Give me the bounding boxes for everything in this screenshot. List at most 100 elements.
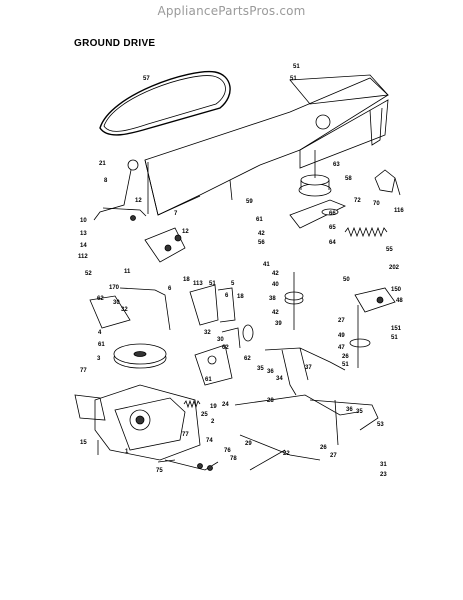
diagram-title: GROUND DRIVE xyxy=(74,38,156,49)
frame-assembly[interactable] xyxy=(144,74,389,216)
callout-41: 41 xyxy=(263,262,270,268)
watermark-text: AppliancePartsPros.com xyxy=(157,4,306,18)
callout-70: 70 xyxy=(373,201,380,207)
shift-bracket-7[interactable] xyxy=(144,227,186,263)
callout-42: 42 xyxy=(272,310,279,316)
callout-30: 30 xyxy=(217,337,224,343)
callout-14: 14 xyxy=(80,243,87,249)
callout-61: 61 xyxy=(98,342,105,348)
rod-170[interactable] xyxy=(89,287,171,331)
callout-65: 65 xyxy=(329,225,336,231)
brake-bracket-5[interactable] xyxy=(189,284,236,326)
callout-19: 19 xyxy=(210,404,217,410)
callout-38: 38 xyxy=(269,296,276,302)
callout-15: 15 xyxy=(80,440,87,446)
callout-112: 112 xyxy=(78,254,88,260)
callout-35: 35 xyxy=(356,409,363,415)
callout-34: 34 xyxy=(276,376,283,382)
callout-6: 6 xyxy=(225,293,229,299)
callout-21: 21 xyxy=(99,161,106,167)
callout-5: 5 xyxy=(231,281,235,287)
callout-31: 31 xyxy=(380,462,387,468)
callout-26: 26 xyxy=(320,445,327,451)
drive-belt-57[interactable] xyxy=(99,70,231,136)
callout-51: 51 xyxy=(293,64,300,70)
callout-48: 48 xyxy=(396,298,403,304)
callout-13: 13 xyxy=(80,231,87,237)
callout-76: 76 xyxy=(224,448,231,454)
callout-42: 42 xyxy=(272,271,279,277)
hardware-75[interactable] xyxy=(157,459,219,471)
callout-12: 12 xyxy=(182,229,189,235)
callout-27: 27 xyxy=(338,318,345,324)
callout-77: 77 xyxy=(182,432,189,438)
transmission-pulley-4[interactable] xyxy=(113,343,167,369)
callout-11: 11 xyxy=(124,269,131,275)
callout-18: 18 xyxy=(183,277,190,283)
callout-26: 26 xyxy=(342,354,349,360)
spring-55[interactable] xyxy=(344,226,388,238)
callout-66: 66 xyxy=(329,211,336,217)
callout-27: 27 xyxy=(330,453,337,459)
callout-labels: 57 51 51 21 8 12 7 10 13 14 112 12 63 59… xyxy=(78,64,404,478)
callout-57: 57 xyxy=(143,76,150,82)
callout-32: 32 xyxy=(204,330,211,336)
callout-36: 36 xyxy=(267,369,274,375)
callout-150: 150 xyxy=(391,287,402,293)
callout-12: 12 xyxy=(135,198,142,204)
callout-23: 23 xyxy=(380,472,387,478)
callout-25: 25 xyxy=(201,412,208,418)
callout-37: 37 xyxy=(305,365,312,371)
callout-56: 56 xyxy=(258,240,265,246)
callout-62: 62 xyxy=(244,356,251,362)
callout-51: 51 xyxy=(290,76,297,82)
callout-113: 113 xyxy=(193,281,203,287)
callout-40: 40 xyxy=(272,282,279,288)
callout-36: 36 xyxy=(346,407,353,413)
callout-55: 55 xyxy=(386,247,393,253)
callout-202: 202 xyxy=(389,265,400,271)
spring-24[interactable] xyxy=(183,399,201,409)
callout-62: 62 xyxy=(97,296,104,302)
callout-7: 7 xyxy=(174,211,178,217)
bracket-70[interactable] xyxy=(374,169,401,196)
callout-51: 51 xyxy=(209,281,216,287)
callout-47: 47 xyxy=(338,345,345,351)
callout-63: 63 xyxy=(333,162,340,168)
callout-18: 18 xyxy=(237,294,244,300)
callout-6: 6 xyxy=(168,286,172,292)
clutch-bracket-48[interactable] xyxy=(349,287,396,368)
idler-pulley-38[interactable] xyxy=(284,272,304,330)
callout-39: 39 xyxy=(275,321,282,327)
linkage-rods[interactable] xyxy=(234,394,379,471)
callout-170: 170 xyxy=(109,285,120,291)
callout-61: 61 xyxy=(256,217,263,223)
clutch-pedal-34[interactable] xyxy=(242,324,346,396)
callout-61: 61 xyxy=(205,377,212,383)
callout-28: 28 xyxy=(267,398,274,404)
callout-35: 35 xyxy=(257,366,264,372)
callout-64: 64 xyxy=(329,240,336,246)
callout-72: 72 xyxy=(354,198,361,204)
callout-77: 77 xyxy=(80,368,87,374)
callout-51: 51 xyxy=(391,335,398,341)
callout-4: 4 xyxy=(98,330,102,336)
brake-assembly-30[interactable] xyxy=(194,327,241,386)
callout-32: 32 xyxy=(121,307,128,313)
callout-22: 22 xyxy=(283,451,290,457)
callout-53: 53 xyxy=(377,422,384,428)
idler-bracket-58[interactable] xyxy=(289,199,346,229)
engine-pulley-63[interactable] xyxy=(298,150,332,197)
callout-42: 42 xyxy=(258,231,265,237)
callout-59: 59 xyxy=(246,199,253,205)
callout-75: 75 xyxy=(156,468,163,474)
transmission-1[interactable] xyxy=(74,384,201,461)
callout-51: 51 xyxy=(342,362,349,368)
callout-74: 74 xyxy=(206,438,213,444)
shift-lever-assembly[interactable] xyxy=(93,159,147,221)
callout-50: 50 xyxy=(343,277,350,283)
callout-49: 49 xyxy=(338,333,345,339)
callout-116: 116 xyxy=(394,208,404,214)
callout-8: 8 xyxy=(104,178,108,184)
